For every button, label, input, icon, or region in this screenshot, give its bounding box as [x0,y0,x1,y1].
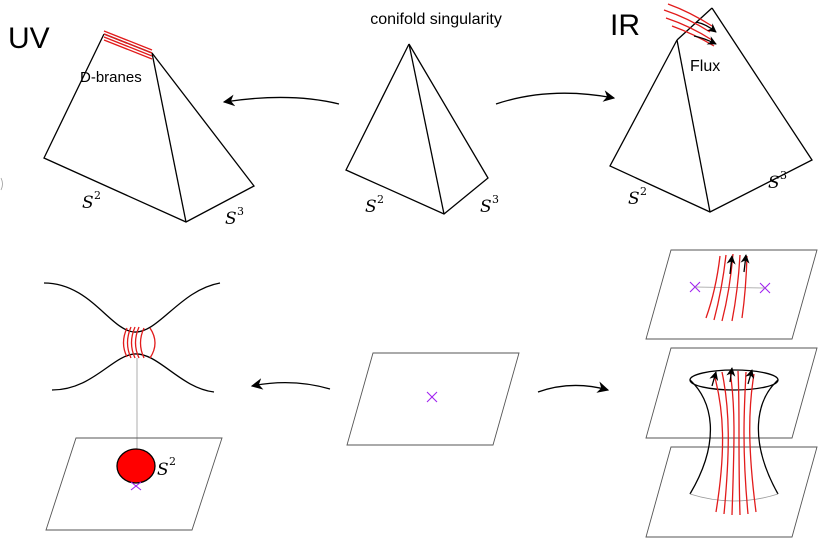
uv-pyramid [43,33,255,223]
svg-text:2: 2 [169,455,176,468]
center-s2-label: S 2 [365,193,384,217]
svg-text:2: 2 [640,185,647,198]
right-middle-plane [645,347,818,439]
arrow-to-uv [222,94,340,107]
svg-text:3: 3 [237,205,244,218]
d-brane-stack [103,30,153,60]
svg-text:S: S [768,173,780,193]
uv-s2-label: S 2 [82,189,101,213]
throat-branes [122,326,156,359]
left-base-plane [45,437,223,531]
center-plane [346,352,520,446]
svg-text:S: S [628,189,640,209]
top-plane-markers [689,281,771,294]
arrow-to-deformation [250,378,331,390]
right-top-plane [645,249,818,340]
dbranes-label: D-branes [80,69,142,86]
svg-text:S: S [365,197,377,217]
svg-text:S: S [225,209,237,229]
edge-mark [0,177,3,191]
arrow-to-ir [495,90,616,105]
ir-pyramid [609,7,813,213]
svg-text:3: 3 [492,193,499,206]
svg-text:S: S [82,193,94,213]
s2-sphere [116,448,156,484]
ir-s2-label: S 2 [628,185,647,209]
throat-flux [709,367,757,516]
uv-s3-label: S 3 [225,205,244,229]
resolved-throat [689,369,779,502]
svg-text:2: 2 [377,193,384,206]
flux-label: Flux [690,58,720,75]
top-plane-flux [705,253,750,322]
svg-text:3: 3 [780,169,787,182]
left-marker-x [130,481,142,491]
title-label: conifold singularity [370,11,502,28]
center-s3-label: S 3 [480,193,499,217]
svg-text:S: S [157,460,169,480]
arrow-to-resolution [537,381,610,393]
center-marker-x [426,391,438,403]
svg-text:S: S [480,197,492,217]
uv-label: UV [8,22,50,55]
right-bottom-plane [645,446,818,538]
sphere-s2-label: S 2 [157,455,176,480]
flux-lines [663,3,717,47]
ir-label: IR [610,9,640,42]
svg-text:2: 2 [94,189,101,202]
conifold-pyramid [345,43,489,215]
ir-s3-label: S 3 [768,169,787,193]
